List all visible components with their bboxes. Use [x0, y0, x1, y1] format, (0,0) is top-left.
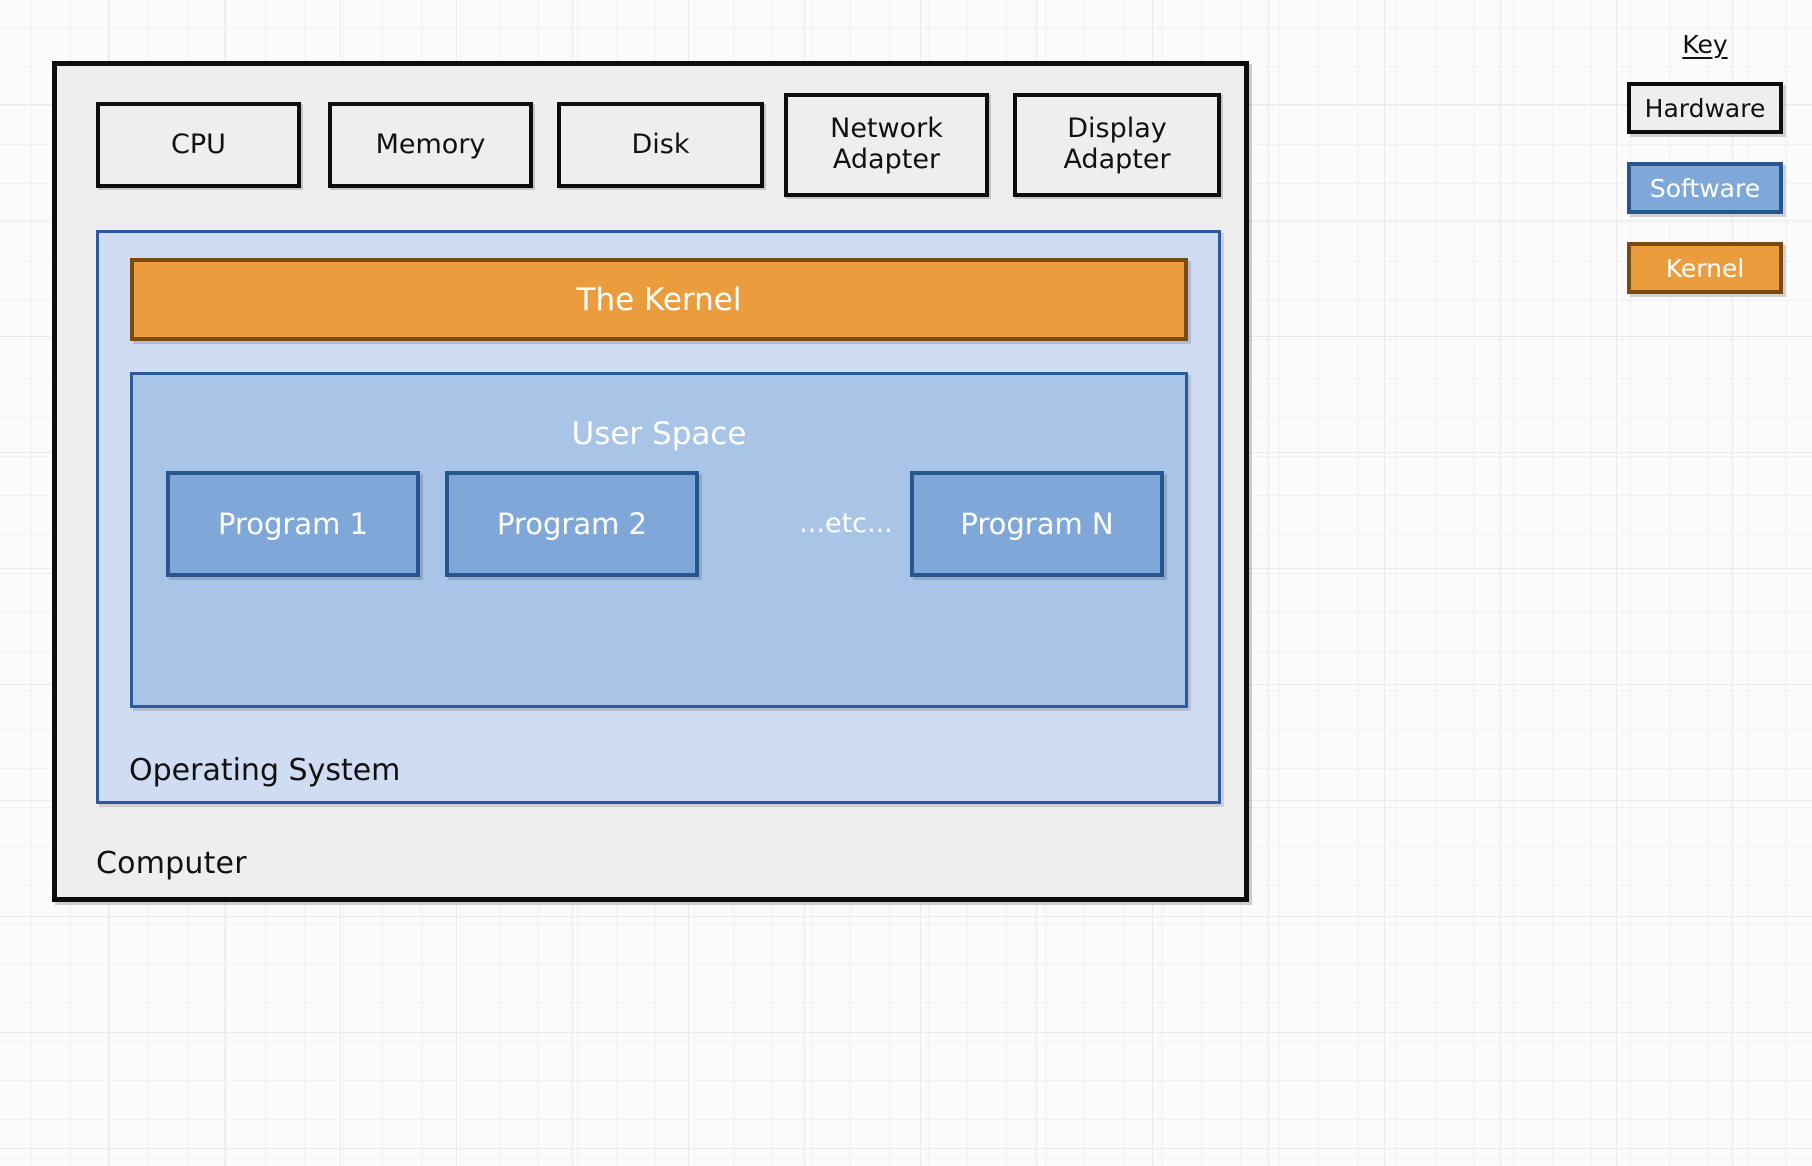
- key-item-hardware: Hardware: [1627, 82, 1783, 134]
- user-space-container: User Space Program 1 Program 2 ...etc...…: [130, 372, 1188, 708]
- user-space-label: User Space: [571, 416, 747, 452]
- hardware-box-memory[interactable]: Memory: [328, 102, 533, 188]
- key-item-label: Software: [1649, 173, 1761, 203]
- kernel-label: The Kernel: [576, 281, 742, 318]
- program-box-label: Program 2: [496, 507, 648, 541]
- key-item-kernel: Kernel: [1627, 242, 1783, 294]
- program-box-n[interactable]: Program N: [910, 471, 1164, 577]
- key-legend: Key Hardware Software Kernel: [1620, 30, 1790, 322]
- program-box-1[interactable]: Program 1: [166, 471, 420, 577]
- hardware-box-cpu[interactable]: CPU: [96, 102, 301, 188]
- program-box-label: Program 1: [217, 507, 369, 541]
- computer-label: Computer: [96, 846, 247, 881]
- operating-system-container: The Kernel User Space Program 1 Program …: [96, 230, 1221, 804]
- kernel-box[interactable]: The Kernel: [130, 258, 1188, 341]
- operating-system-label: Operating System: [129, 753, 401, 788]
- hardware-box-label: Memory: [375, 128, 486, 160]
- program-box-2[interactable]: Program 2: [445, 471, 699, 577]
- hardware-box-disk[interactable]: Disk: [557, 102, 764, 188]
- key-item-software: Software: [1627, 162, 1783, 214]
- key-item-label: Kernel: [1665, 253, 1745, 283]
- key-item-label: Hardware: [1644, 93, 1766, 123]
- program-box-label: Program N: [960, 507, 1114, 541]
- hardware-box-label: Disk: [631, 128, 690, 160]
- etc-ellipsis-label: ...etc...: [799, 508, 893, 539]
- key-title: Key: [1682, 30, 1728, 59]
- hardware-box-label: CPU: [171, 128, 226, 160]
